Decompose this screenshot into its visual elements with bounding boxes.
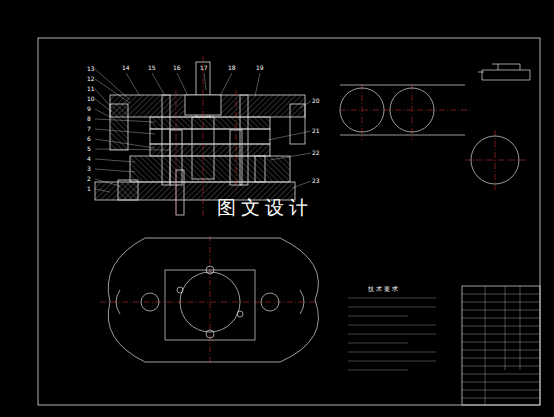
rule-line — [462, 302, 540, 303]
rule-line — [462, 366, 540, 367]
callout-number: 22 — [312, 150, 320, 156]
rule-line — [462, 382, 540, 383]
callout-number: 3 — [87, 166, 91, 172]
callout-number: 11 — [87, 86, 95, 92]
rule-line — [348, 343, 408, 344]
callout-number: 19 — [256, 65, 264, 71]
callout-number: 21 — [312, 128, 320, 134]
rule-line — [462, 326, 540, 327]
callout-number: 8 — [87, 116, 91, 122]
callout-number: 23 — [312, 178, 320, 184]
callout-number: 12 — [87, 76, 95, 82]
rule-line — [520, 286, 521, 370]
callout-number: 4 — [87, 156, 91, 162]
rule-line — [462, 334, 540, 335]
callout-number: 10 — [87, 96, 95, 102]
callout-number: 13 — [87, 66, 95, 72]
rule-line — [348, 316, 408, 317]
rule-line — [462, 342, 540, 343]
callout-number: 15 — [148, 65, 156, 71]
callout-number: 17 — [200, 65, 208, 71]
callout-number: 7 — [87, 126, 91, 132]
rule-line — [462, 350, 540, 351]
callout-number: 6 — [87, 136, 91, 142]
callout-number: 16 — [173, 65, 181, 71]
rule-line — [462, 318, 540, 319]
rule-line — [348, 307, 436, 308]
rule-line — [505, 286, 506, 370]
rule-line — [348, 334, 436, 335]
rule-line — [462, 310, 540, 311]
rule-line — [348, 325, 436, 326]
callout-number: 1 — [87, 186, 91, 192]
callout-number: 2 — [87, 176, 91, 182]
callout-number: 14 — [122, 65, 130, 71]
rule-line — [462, 398, 540, 399]
rule-line — [348, 361, 436, 362]
rule-line — [462, 294, 540, 295]
rule-line — [462, 390, 540, 391]
rule-line — [348, 298, 436, 299]
callout-number: 5 — [87, 146, 91, 152]
rule-line — [462, 358, 540, 359]
callout-number: 18 — [228, 65, 236, 71]
watermark: 图文设计 — [217, 198, 313, 217]
rule-line — [485, 286, 486, 405]
rule-line — [462, 374, 540, 375]
notes-heading: 技术要求 — [368, 286, 400, 292]
rule-line — [348, 352, 436, 353]
callout-number: 9 — [87, 106, 91, 112]
rule-line — [348, 370, 408, 371]
callout-number: 20 — [312, 98, 320, 104]
